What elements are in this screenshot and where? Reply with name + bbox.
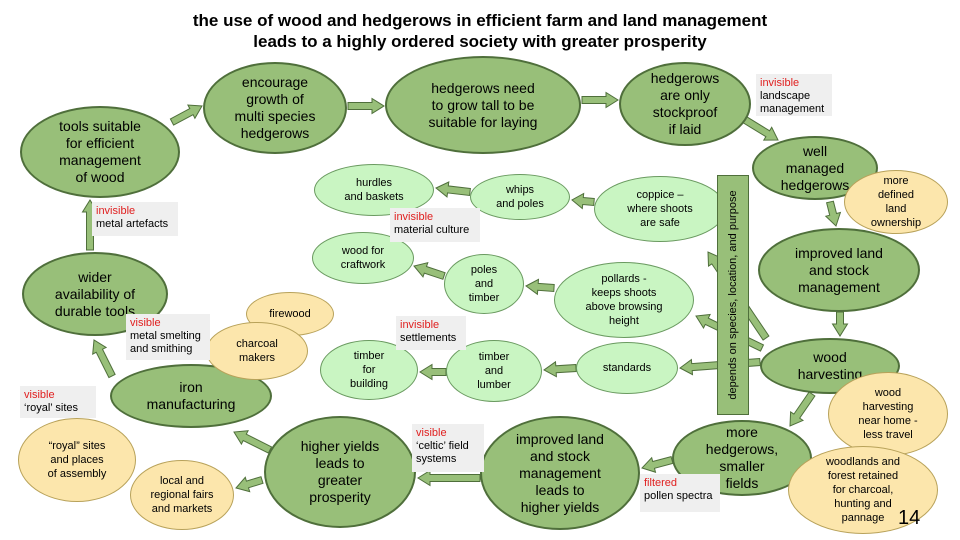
arrow-encourage-to-growtall — [347, 97, 385, 115]
arrow-lumber-to-building — [419, 363, 447, 381]
arrow-poles-to-craftwork — [413, 262, 446, 280]
node-timber-building: timber for building — [320, 340, 418, 400]
arrow-pollards-to-poles — [525, 278, 555, 296]
arrow-morehedgerows-to-improvedyields — [641, 455, 674, 473]
arrow-stockproof-to-wellmanaged — [739, 114, 779, 141]
arrow-tools-to-encourage — [169, 104, 203, 126]
node-charcoal: charcoal makers — [206, 322, 308, 380]
node-pollards: pollards - keeps shoots above browsing h… — [554, 262, 694, 338]
node-coppice: coppice – where shoots are safe — [594, 176, 726, 242]
node-grow-tall: hedgerows need to grow tall to be suitab… — [385, 56, 581, 154]
node-woodlands: woodlands and forest retained for charco… — [788, 446, 938, 534]
node-hurdles: hurdles and baskets — [314, 164, 434, 216]
arrow-improvedland-to-harvesting — [831, 311, 849, 337]
node-stockproof: hedgerows are only stockproof if laid — [619, 62, 751, 146]
node-defined: more defined land ownership — [844, 170, 948, 234]
node-tools: tools suitable for efficient management … — [20, 106, 180, 198]
node-improved-land: improved land and stock management — [758, 228, 920, 312]
node-fairs: local and regional fairs and markets — [130, 460, 234, 530]
label-celtic: visible‘celtic’ field systems — [412, 424, 484, 472]
arrow-whips-to-hurdles — [435, 181, 471, 198]
title-line-1: the use of wood and hedgerows in efficie… — [192, 11, 768, 30]
arrow-growtall-to-stockproof — [581, 91, 619, 109]
arrow-higheryields-to-fairs — [235, 476, 264, 493]
node-encourage: encourage growth of multi species hedger… — [203, 62, 347, 154]
arrow-improvedyields-to-higheryields — [417, 469, 481, 487]
node-poles-timber: poles and timber — [444, 254, 524, 314]
arrow-iron-to-wider — [92, 339, 116, 379]
node-standards: standards — [576, 342, 678, 394]
vertical-note-text: depends on species, location, and purpos… — [727, 190, 739, 400]
arrow-coppice-to-whips — [571, 192, 595, 210]
arrow-higheryields-to-iron — [233, 430, 273, 454]
node-higher-yields: higher yields leads to greater prosperit… — [264, 416, 416, 528]
vertical-note-box: depends on species, location, and purpos… — [717, 175, 749, 415]
node-royal-sites: “royal” sites and places of assembly — [18, 418, 136, 502]
node-improved-yields: improved land and stock management leads… — [480, 416, 640, 530]
node-near-home: wood harvesting near home - less travel — [828, 372, 948, 456]
arrow-harvesting-to-morehedgerows — [789, 391, 816, 427]
node-whips: whips and poles — [470, 174, 570, 220]
page-number: 14 — [898, 507, 921, 529]
title-line-2: leads to a highly ordered society with g… — [253, 32, 707, 51]
slide-title: the use of wood and hedgerows in efficie… — [0, 10, 960, 52]
arrow-standards-to-lumber — [543, 360, 577, 378]
node-timber-lumber: timber and lumber — [446, 340, 542, 402]
label-royal: visible‘royal’ sites — [20, 386, 96, 418]
arrow-wellmanaged-to-improvedland — [824, 200, 842, 227]
